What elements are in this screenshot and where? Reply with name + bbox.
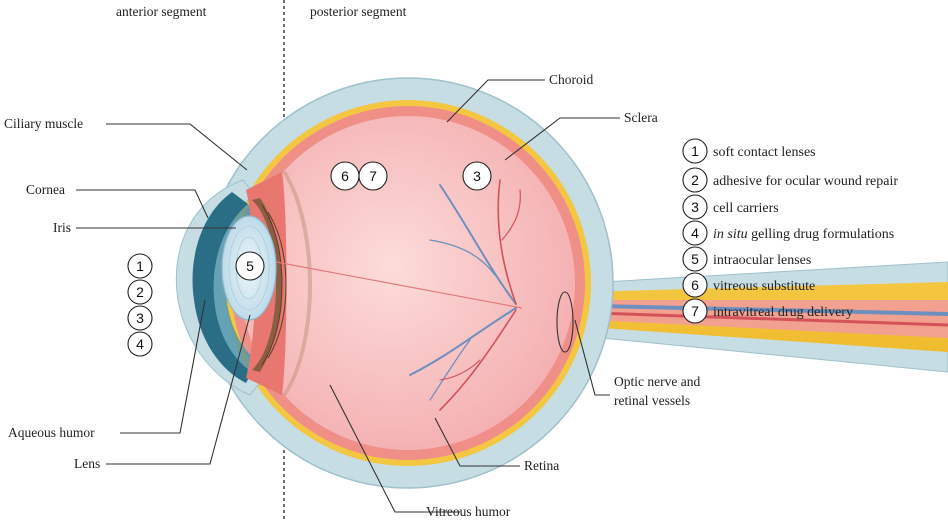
label-ciliary-muscle: Ciliary muscle — [4, 116, 83, 131]
anterior-marker-3: 3 — [127, 305, 153, 331]
leader-lines — [76, 79, 620, 513]
svg-text:intravitreal drug delivery: intravitreal drug delivery — [713, 305, 853, 320]
anterior-marker-2: 2 — [127, 279, 153, 305]
label-optic-nerve-line2: retinal vessels — [614, 393, 690, 408]
legend-item-7: 7 intravitreal drug delivery — [682, 298, 853, 324]
legend: 1 soft contact lenses 2 adhesive for ocula… — [682, 138, 898, 324]
label-vitreous-humor: Vitreous humor — [426, 504, 511, 519]
svg-text:5: 5 — [691, 251, 699, 267]
svg-text:6: 6 — [341, 168, 349, 184]
legend-item-6: 6 vitreous substitute — [682, 272, 815, 298]
label-cornea: Cornea — [26, 182, 65, 197]
svg-text:7: 7 — [369, 168, 377, 184]
svg-text:3: 3 — [136, 310, 144, 326]
svg-text:in situ gelling drug formulati: in situ gelling drug formulations — [713, 227, 894, 242]
svg-text:5: 5 — [246, 258, 254, 274]
anterior-marker-1: 1 — [127, 253, 153, 279]
anterior-segment-label: anterior segment — [116, 4, 207, 19]
legend-item-1: 1 soft contact lenses — [682, 138, 816, 164]
label-choroid: Choroid — [549, 72, 594, 87]
svg-text:4: 4 — [691, 225, 699, 241]
svg-text:3: 3 — [691, 199, 699, 215]
svg-text:1: 1 — [691, 143, 699, 159]
label-optic-nerve-line1: Optic nerve and — [614, 374, 700, 389]
anterior-marker-4: 4 — [127, 331, 153, 357]
svg-text:6: 6 — [691, 277, 699, 293]
svg-text:adhesive for ocular wound repa: adhesive for ocular wound repair — [713, 174, 898, 189]
posterior-segment-label: posterior segment — [310, 4, 407, 19]
label-iris: Iris — [53, 220, 71, 235]
svg-text:intraocular lenses: intraocular lenses — [713, 253, 811, 268]
label-lens: Lens — [74, 456, 100, 471]
cornea — [192, 192, 252, 383]
legend-item-2: 2 adhesive for ocular wound repair — [682, 167, 898, 193]
svg-text:cell carriers: cell carriers — [713, 201, 779, 216]
optical-axis — [275, 261, 523, 309]
retinal-vessels — [409, 179, 521, 411]
anterior-marker-list: 1 2 3 4 — [127, 253, 153, 357]
marker-vitreous-6: 6 — [330, 161, 360, 191]
svg-text:2: 2 — [136, 284, 144, 300]
legend-item-3: 3 cell carriers — [682, 194, 779, 220]
marker-lens: 5 — [235, 251, 265, 281]
label-aqueous-humor: Aqueous humor — [8, 425, 95, 440]
svg-text:3: 3 — [473, 168, 481, 184]
svg-text:soft contact lenses: soft contact lenses — [713, 145, 816, 160]
vitreous-body — [241, 116, 575, 450]
legend-item-4: 4 in situ gelling drug formulations — [682, 220, 894, 246]
label-retina: Retina — [524, 458, 559, 473]
svg-text:vitreous substitute: vitreous substitute — [713, 279, 815, 294]
marker-vitreous-7: 7 — [358, 161, 388, 191]
svg-text:4: 4 — [136, 336, 144, 352]
svg-text:1: 1 — [136, 258, 144, 274]
svg-text:7: 7 — [691, 303, 699, 319]
label-sclera: Sclera — [624, 110, 658, 125]
marker-retina: 3 — [462, 161, 492, 191]
legend-item-5: 5 intraocular lenses — [682, 246, 811, 272]
svg-text:2: 2 — [691, 172, 699, 188]
optic-nerve — [499, 261, 948, 373]
